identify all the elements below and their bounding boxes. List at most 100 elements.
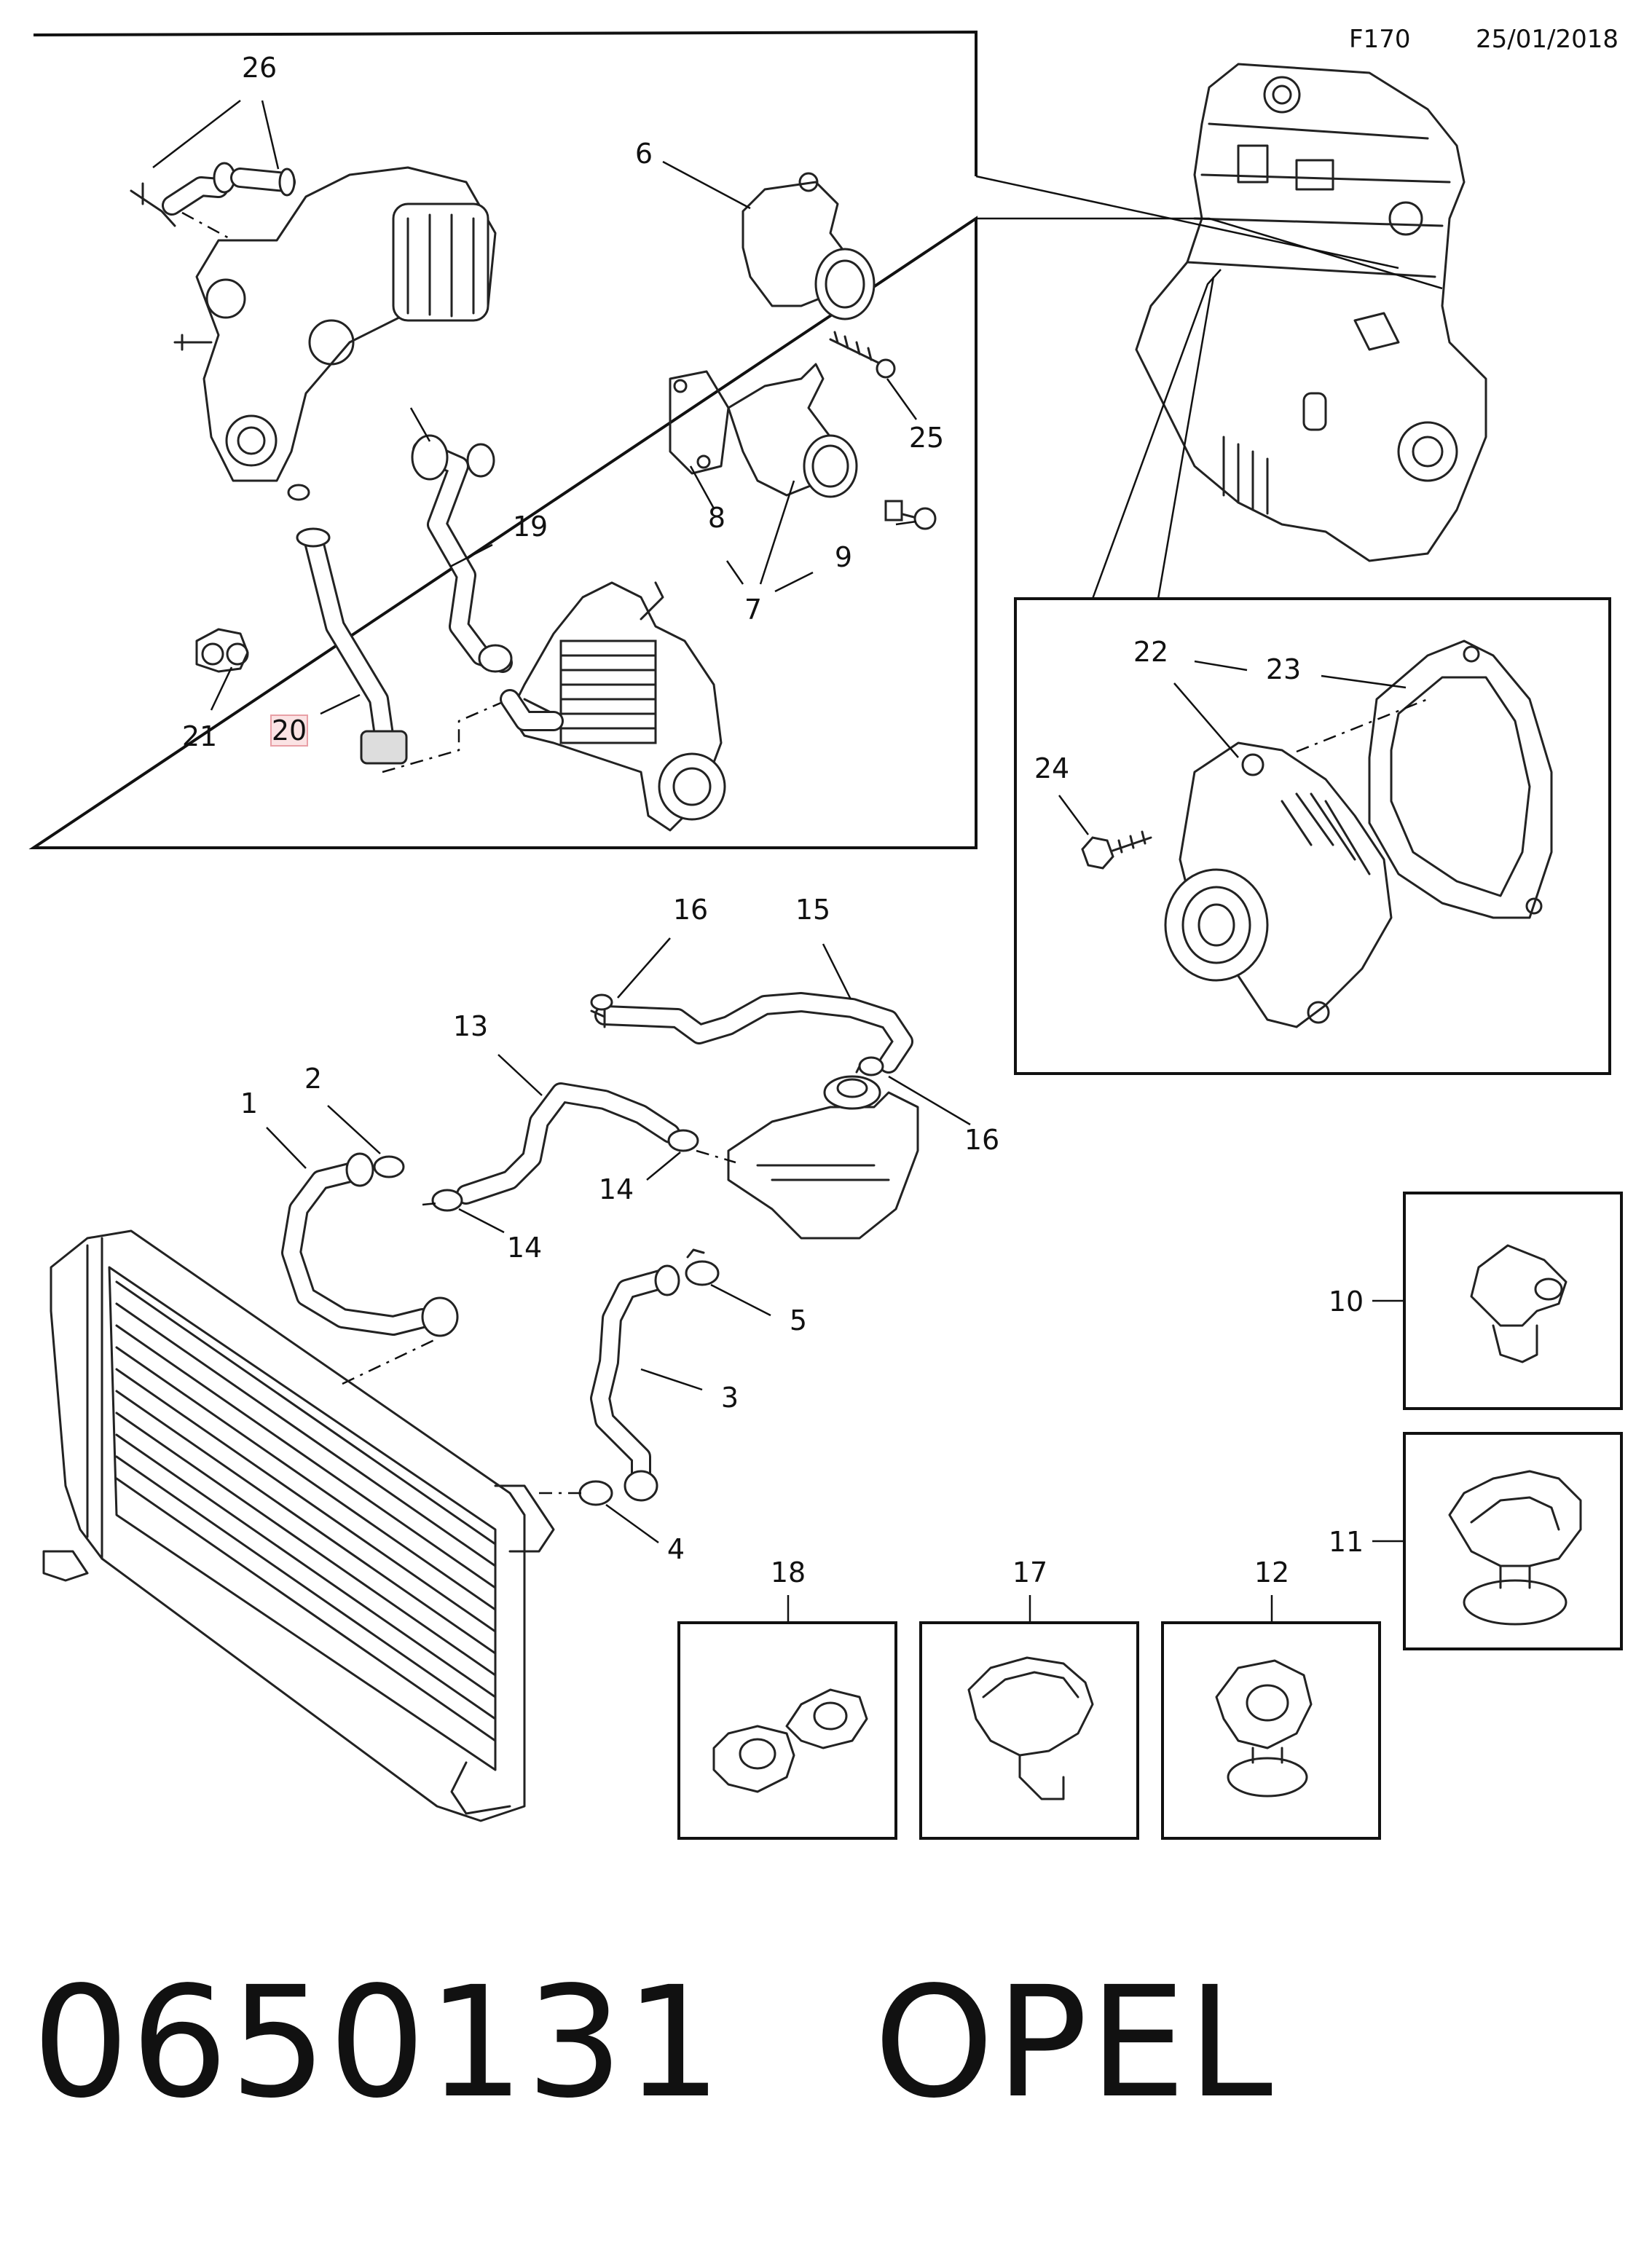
hose-26	[130, 162, 296, 227]
leader-23	[1321, 674, 1407, 689]
clip-12-frame	[1161, 1621, 1381, 1840]
callout-1: 1	[240, 1087, 258, 1119]
callout-13: 13	[453, 1010, 488, 1042]
callout-16-right: 16	[964, 1124, 999, 1156]
callout-14-b: 14	[507, 1232, 542, 1264]
callout-21: 21	[182, 720, 217, 752]
callout-19: 19	[513, 511, 548, 543]
bolt-25	[829, 331, 896, 379]
callout-14-a: 14	[599, 1173, 634, 1205]
water-pump-detail-frame	[1014, 597, 1611, 1075]
leader-26-a	[152, 100, 241, 168]
thermostat-housing-6	[742, 172, 876, 320]
callout-5: 5	[790, 1304, 807, 1336]
callout-12: 12	[1254, 1556, 1289, 1588]
callout-3: 3	[721, 1382, 739, 1414]
callout-11: 11	[1329, 1526, 1364, 1558]
water-pump-22	[1164, 741, 1393, 1028]
radiator	[42, 1229, 555, 1822]
clip-10	[1470, 1244, 1568, 1363]
clip-21	[195, 628, 249, 673]
callout-22: 22	[1133, 636, 1168, 668]
callout-2: 2	[304, 1063, 322, 1095]
clamp-4	[578, 1480, 613, 1506]
hose-20	[287, 484, 408, 765]
gasket-23	[1368, 639, 1553, 919]
leader-3	[640, 1368, 703, 1391]
clamp-5	[685, 1248, 720, 1286]
callout-9: 9	[835, 541, 852, 573]
leader-6	[662, 160, 751, 210]
expansion-tank	[727, 1075, 919, 1240]
hose-13	[456, 1082, 680, 1205]
bolt-9	[884, 500, 937, 530]
egr-cooler-assembly	[173, 166, 497, 482]
callout-17: 17	[1012, 1556, 1047, 1588]
callout-26: 26	[242, 52, 277, 84]
clip-17	[967, 1656, 1094, 1800]
leader-1	[266, 1127, 307, 1169]
hose-19	[411, 434, 513, 673]
leader-5	[710, 1283, 771, 1317]
leader-8	[689, 465, 715, 509]
leader-7-a	[725, 560, 744, 585]
leader-19	[449, 543, 493, 568]
leader-14-b	[458, 1208, 505, 1234]
housing-7	[727, 363, 858, 498]
hose-3	[590, 1264, 680, 1502]
clip-10-frame	[1403, 1192, 1623, 1410]
leader-22-23	[1194, 660, 1248, 672]
clip-11	[1448, 1470, 1582, 1626]
callout-8: 8	[708, 502, 725, 534]
part-20-highlight	[270, 714, 308, 747]
leader-7-c	[774, 571, 814, 593]
part-reference: 0650131 OPEL	[32, 1953, 1275, 2132]
diagram-code: F170	[1349, 25, 1411, 54]
leader-16-right	[888, 1075, 971, 1126]
engine-detail-frame	[28, 30, 978, 849]
clamp-14-a	[667, 1129, 699, 1152]
leader-15	[822, 943, 852, 1000]
leader-20	[320, 693, 361, 715]
hose-1	[281, 1152, 459, 1337]
callout-15: 15	[795, 894, 830, 926]
callout-16-top: 16	[673, 894, 708, 926]
leader-25	[886, 378, 918, 420]
leader-2	[327, 1105, 381, 1154]
bolt-24	[1081, 830, 1152, 870]
leader-14-a	[646, 1151, 681, 1181]
callout-4: 4	[667, 1533, 685, 1565]
leader-7-b	[759, 480, 795, 585]
callout-7: 7	[744, 594, 762, 626]
callout-25: 25	[909, 422, 944, 454]
leader-4	[605, 1503, 659, 1544]
leader-13	[497, 1054, 543, 1096]
oil-cooler	[500, 581, 726, 832]
clamp-2	[373, 1155, 405, 1178]
zoom-connector	[1091, 269, 1222, 599]
clip-18-frame	[677, 1621, 897, 1840]
clamp-16-top	[590, 993, 613, 1011]
clip-17-frame	[919, 1621, 1139, 1840]
engine-block	[1135, 63, 1487, 562]
clamp-16-right	[855, 1056, 884, 1076]
zoom-connector	[976, 217, 1443, 290]
callout-24: 24	[1034, 752, 1069, 784]
leader-21	[210, 666, 233, 711]
leader-26-b	[261, 100, 280, 170]
clip-18	[712, 1688, 868, 1793]
callout-20: 20	[272, 714, 307, 747]
callout-10: 10	[1329, 1286, 1364, 1318]
hose-15	[590, 992, 913, 1074]
leader-16-top	[617, 937, 671, 999]
gasket-8	[669, 370, 730, 475]
diagram-date: 25/01/2018	[1476, 25, 1618, 54]
clip-12	[1215, 1659, 1313, 1798]
clamp-14-b	[431, 1189, 463, 1212]
callout-6: 6	[635, 138, 653, 170]
zoom-connector	[1157, 276, 1215, 599]
leader-22	[1173, 682, 1239, 758]
leader-24	[1058, 795, 1090, 835]
callout-18: 18	[771, 1556, 806, 1588]
